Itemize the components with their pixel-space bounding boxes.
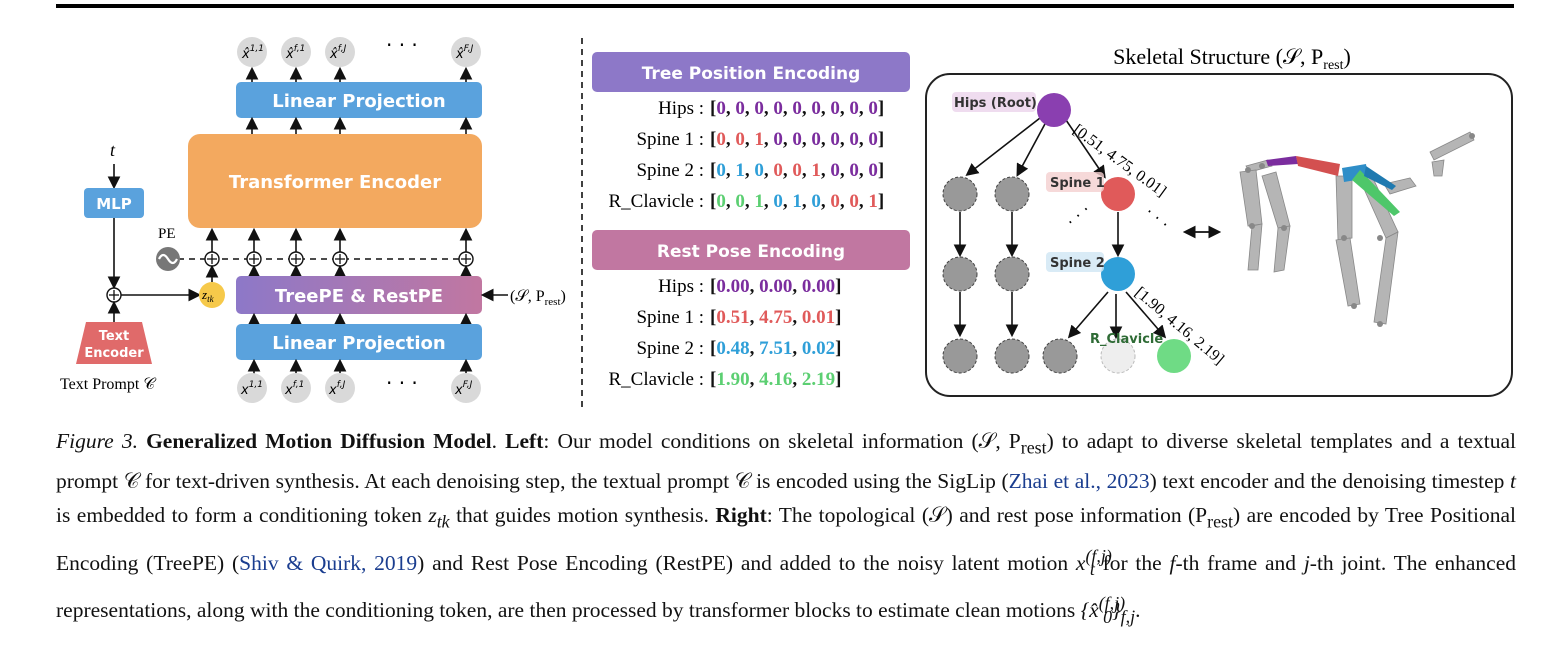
figure-diagram: x̂1,1 x̂f,1 x̂f,J x̂F,J · · · Linear Pro… bbox=[60, 33, 1513, 408]
svg-text:PE: PE bbox=[158, 226, 176, 242]
treepe-restpe-block bbox=[236, 276, 482, 314]
ztk-token bbox=[199, 282, 225, 308]
tree-row-label-0: Hips : bbox=[658, 98, 704, 119]
input-token-3: xf,J bbox=[328, 380, 346, 398]
r-clavicle-label: R_Clavicle bbox=[1090, 332, 1163, 347]
tree-row-label-1: Spine 1 : bbox=[636, 129, 704, 150]
input-ellipsis: · · · bbox=[386, 371, 418, 395]
caption-left-label: Left bbox=[505, 429, 544, 453]
svg-text:Linear Projection: Linear Projection bbox=[272, 91, 445, 112]
output-token-1: x̂1,1 bbox=[241, 44, 264, 62]
svg-text:TreePE & RestPE: TreePE & RestPE bbox=[275, 286, 443, 307]
model-architecture: x̂1,1 x̂f,1 x̂f,J x̂F,J · · · Linear Pro… bbox=[60, 33, 566, 403]
rest-row-values-0: [0.00, 0.00, 0.00] bbox=[710, 276, 841, 297]
caption-right-label: Right bbox=[715, 503, 767, 528]
citation-zhai-2023[interactable]: Zhai et al., 2023 bbox=[1008, 469, 1150, 494]
rest-row-label-0: Hips : bbox=[658, 276, 704, 297]
tree-row-values-0: [0, 0, 0, 0, 0, 0, 0, 0, 0] bbox=[710, 98, 884, 119]
spine2-label: Spine 2 bbox=[1050, 256, 1105, 271]
hips-node bbox=[1037, 93, 1071, 127]
rest-row-values-2: [0.48, 7.51, 0.02] bbox=[710, 338, 841, 359]
svg-text:Tree Position Encoding: Tree Position Encoding bbox=[642, 64, 861, 84]
output-token-4: x̂F,J bbox=[455, 44, 474, 62]
rest-row-label-1: Spine 1 : bbox=[636, 307, 704, 328]
rest-row-label-3: R_Clavicle : bbox=[608, 369, 704, 390]
hips-label: Hips (Root) bbox=[954, 96, 1037, 111]
input-token-4: xF,J bbox=[454, 380, 473, 398]
spine1-node bbox=[1101, 177, 1135, 211]
output-tokens: x̂1,1 x̂f,1 x̂f,J x̂F,J · · · bbox=[237, 33, 481, 67]
svg-text:MLP: MLP bbox=[96, 195, 131, 213]
encodings-panel: Tree Position Encoding Hips : [0, 0, 0, 0… bbox=[592, 52, 910, 390]
text-prompt-label: Text Prompt 𝒞 bbox=[60, 376, 156, 393]
tree-position-encoding-header bbox=[592, 52, 910, 92]
skeletal-structure-title: Skeletal Structure (𝒮, Prest) bbox=[1113, 44, 1351, 73]
input-token-1: x1,1 bbox=[240, 380, 263, 398]
svg-text:Text: Text bbox=[99, 329, 130, 344]
skeleton-condition-label: (𝒮, Prest) bbox=[510, 288, 566, 308]
timestep-label: t bbox=[110, 140, 116, 160]
skeleton-3d-render bbox=[1239, 131, 1475, 327]
rest-row-values-1: [0.51, 4.75, 0.01] bbox=[710, 307, 841, 328]
input-token-2: xf,1 bbox=[284, 380, 304, 398]
spine1-label: Spine 1 bbox=[1050, 176, 1105, 191]
tree-row-label-3: R_Clavicle : bbox=[608, 191, 704, 212]
tree-row-values-2: [0, 1, 0, 0, 0, 1, 0, 0, 0] bbox=[710, 160, 884, 181]
skeletal-structure-panel: Skeletal Structure (𝒮, Prest) bbox=[925, 44, 1513, 397]
rest-row-values-3: [1.90, 4.16, 2.19] bbox=[710, 369, 841, 390]
caption-title: Generalized Motion Diffusion Model bbox=[146, 429, 492, 453]
output-ellipsis: · · · bbox=[386, 33, 418, 57]
mlp-block bbox=[84, 188, 144, 218]
linear-projection-top bbox=[236, 82, 482, 118]
transformer-encoder bbox=[188, 134, 482, 228]
tree-row-values-1: [0, 0, 1, 0, 0, 0, 0, 0, 0] bbox=[710, 129, 884, 150]
top-rule bbox=[56, 4, 1514, 8]
spine2-node bbox=[1101, 257, 1135, 291]
svg-text:Linear Projection: Linear Projection bbox=[272, 333, 445, 354]
linear-projection-bottom bbox=[236, 324, 482, 360]
tree-row-values-3: [0, 0, 1, 0, 1, 0, 0, 0, 1] bbox=[710, 191, 884, 212]
rest-encoding-rows: Hips : [0.00, 0.00, 0.00] Spine 1 : [0.51, … bbox=[608, 276, 841, 390]
tree-encoding-rows: Hips : [0, 0, 0, 0, 0, 0, 0, 0, 0] Spine 1… bbox=[608, 98, 884, 212]
svg-text:ztk: ztk bbox=[201, 287, 215, 304]
output-token-3: x̂f,J bbox=[329, 44, 347, 62]
rest-pose-encoding-header bbox=[592, 230, 910, 270]
svg-text:Transformer Encoder: Transformer Encoder bbox=[229, 172, 441, 193]
input-tokens: x1,1 xf,1 xf,J xF,J · · · bbox=[237, 371, 481, 403]
tree-row-label-2: Spine 2 : bbox=[636, 160, 704, 181]
figure-caption: Figure 3. Generalized Motion Diffusion M… bbox=[56, 429, 1517, 627]
output-token-2: x̂f,1 bbox=[285, 44, 305, 62]
svg-text:Encoder: Encoder bbox=[84, 346, 144, 361]
citation-shiv-quirk-2019[interactable]: Shiv & Quirk, 2019 bbox=[239, 550, 418, 575]
svg-text:Rest Pose Encoding: Rest Pose Encoding bbox=[657, 242, 845, 262]
r-clavicle-node bbox=[1157, 339, 1191, 373]
rest-row-label-2: Spine 2 : bbox=[636, 338, 704, 359]
caption-figure-label: Figure 3. bbox=[56, 429, 138, 453]
text-encoder-block bbox=[76, 322, 152, 364]
